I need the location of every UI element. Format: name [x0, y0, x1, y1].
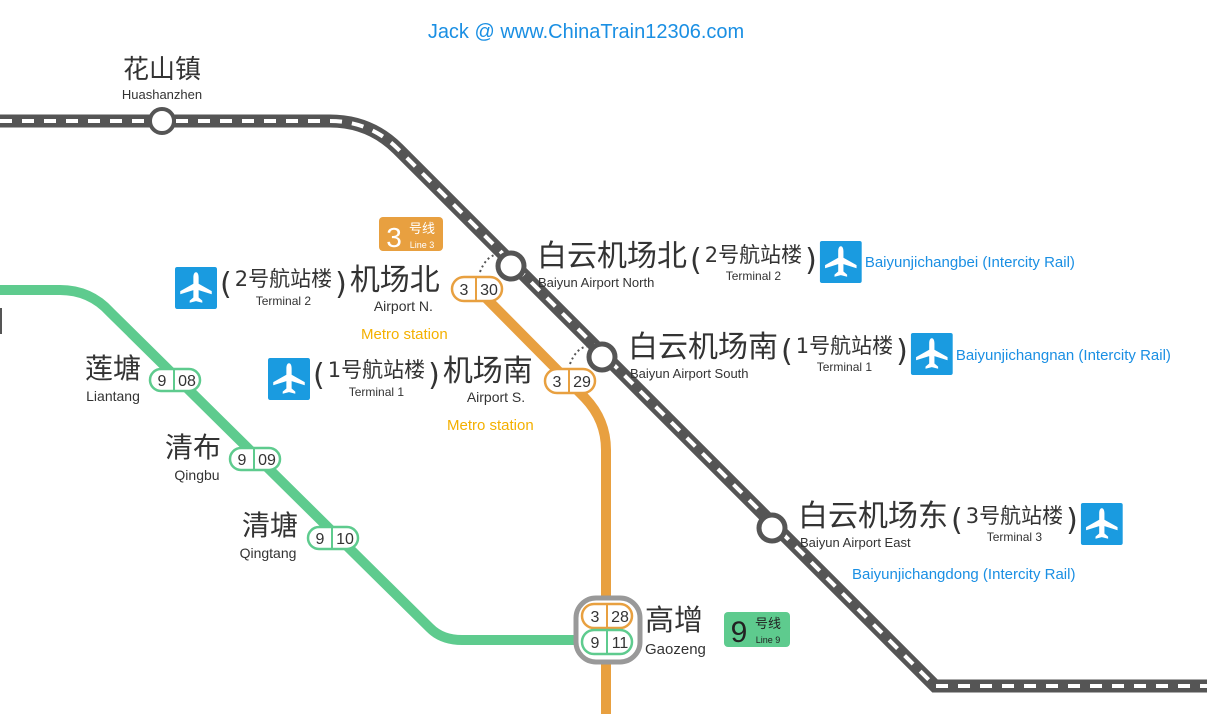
station-name-en: Airport N. [374, 298, 433, 314]
terminal-cn: 2号航站楼 [705, 243, 802, 267]
map-edge-mark [0, 308, 2, 334]
svg-text:3: 3 [591, 609, 600, 626]
station-code-qingtang[interactable]: 9 10 [306, 525, 360, 551]
station-name-cn: 清布 [165, 431, 221, 464]
transfer-dots [569, 345, 589, 365]
svg-text:10: 10 [336, 531, 354, 548]
station-code-qingbu[interactable]: 9 09 [228, 446, 282, 472]
svg-text:3: 3 [386, 222, 402, 253]
paren: ( [951, 503, 963, 538]
airport-icon [819, 241, 862, 283]
station-label-airport-n: ( 2号航站楼 ) 机场北 Terminal 2 Airport N. [175, 263, 440, 314]
svg-text:3: 3 [553, 374, 562, 391]
svg-text:9: 9 [238, 452, 247, 469]
station-name-cn: 机场南 [443, 354, 533, 389]
station-marker-baiyun-east[interactable] [756, 512, 788, 544]
svg-text:Line 9: Line 9 [756, 635, 781, 645]
svg-text:11: 11 [612, 635, 629, 652]
station-name-en: Liantang [86, 388, 140, 404]
station-name-cn: 高增 [645, 603, 703, 637]
station-name-cn: 花山镇 [123, 55, 201, 85]
svg-text:9: 9 [591, 635, 600, 652]
svg-text:9: 9 [316, 531, 325, 548]
station-label-baiyun-north: 白云机场北 ( 2号航站楼 ) Baiyunjichangbei (Interc… [537, 239, 1075, 290]
station-marker-baiyun-north[interactable] [495, 250, 527, 282]
line9-track [0, 285, 606, 645]
line9-badge: 9 号线 Line 9 [724, 612, 790, 649]
terminal-cn: 1号航站楼 [796, 334, 893, 358]
paren: ( [313, 358, 325, 393]
credit-text: Jack @ www.ChinaTrain12306.com [428, 21, 744, 43]
station-name-cn: 莲塘 [85, 352, 141, 385]
airport-icon [175, 267, 217, 309]
paren: ) [805, 243, 817, 278]
svg-text:号线: 号线 [755, 617, 781, 632]
svg-text:9: 9 [158, 373, 167, 390]
intercity-link[interactable]: Baiyunjichangbei (Intercity Rail) [865, 254, 1075, 271]
paren: ) [335, 267, 347, 302]
terminal-en: Terminal 3 [987, 530, 1043, 544]
paren: ) [1066, 503, 1078, 538]
transfer-dots [479, 253, 499, 273]
metro-station-label: Metro station [447, 417, 534, 434]
station-code-gaozeng[interactable]: 3 28 9 11 [573, 595, 643, 665]
station-name-cn: 清塘 [242, 509, 298, 542]
terminal-cn: 1号航站楼 [328, 358, 425, 382]
airport-icon [1080, 503, 1123, 545]
station-code-airport-s[interactable]: 3 29 [543, 367, 597, 395]
intercity-link[interactable]: Baiyunjichangdong (Intercity Rail) [852, 566, 1075, 583]
line3-track [474, 286, 611, 714]
paren: ( [781, 334, 793, 369]
paren: ( [220, 267, 232, 302]
intercity-rail-track [0, 114, 1207, 693]
station-name-en: Baiyun Airport South [630, 366, 749, 381]
station-marker-baiyun-south[interactable] [586, 341, 618, 373]
paren: ) [896, 334, 908, 369]
intercity-link[interactable]: Baiyunjichangnan (Intercity Rail) [956, 347, 1171, 364]
station-code-airport-n[interactable]: 3 30 [450, 275, 504, 303]
station-label-baiyun-south: 白云机场南 ( 1号航站楼 ) Baiyunjichangnan (Interc… [628, 330, 1171, 381]
svg-text:9: 9 [731, 616, 748, 649]
paren: ( [690, 243, 702, 278]
terminal-en: Terminal 1 [817, 360, 873, 374]
paren: ) [428, 358, 440, 393]
station-code-liantang[interactable]: 9 08 [148, 367, 202, 393]
station-name-cn: 白云机场南 [628, 330, 778, 365]
svg-text:09: 09 [258, 452, 276, 469]
line3-badge: 3 号线 Line 3 [379, 217, 443, 253]
terminal-en: Terminal 2 [256, 294, 312, 308]
svg-text:Line 3: Line 3 [410, 240, 435, 250]
station-marker-huashanzhen[interactable] [148, 107, 176, 135]
svg-text:08: 08 [178, 373, 196, 390]
svg-text:号线: 号线 [409, 222, 435, 237]
terminal-cn: 2号航站楼 [235, 267, 332, 291]
station-name-en: Qingtang [240, 545, 297, 561]
station-name-en: Airport S. [467, 389, 525, 405]
station-name-en: Gaozeng [645, 641, 706, 658]
station-label-airport-s: ( 1号航站楼 ) 机场南 Terminal 1 Airport S. [268, 354, 533, 405]
airport-icon [268, 358, 310, 400]
terminal-en: Terminal 1 [349, 385, 405, 399]
station-name-en: Huashanzhen [122, 87, 202, 102]
terminal-en: Terminal 2 [726, 269, 782, 283]
svg-text:29: 29 [573, 374, 591, 391]
station-name-en: Baiyun Airport North [538, 275, 654, 290]
station-name-cn: 白云机场北 [537, 239, 687, 274]
station-label-baiyun-east: 白云机场东 ( 3号航站楼 ) Baiyun Airport East Term… [798, 499, 1123, 550]
station-name-en: Baiyun Airport East [800, 535, 911, 550]
metro-station-label: Metro station [361, 326, 448, 343]
svg-text:28: 28 [611, 609, 629, 626]
station-name-cn: 机场北 [350, 263, 440, 298]
svg-text:3: 3 [460, 282, 469, 299]
station-name-cn: 白云机场东 [798, 499, 948, 534]
terminal-cn: 3号航站楼 [966, 504, 1063, 528]
airport-icon [910, 333, 953, 375]
svg-text:30: 30 [480, 282, 498, 299]
station-name-en: Qingbu [174, 467, 219, 483]
